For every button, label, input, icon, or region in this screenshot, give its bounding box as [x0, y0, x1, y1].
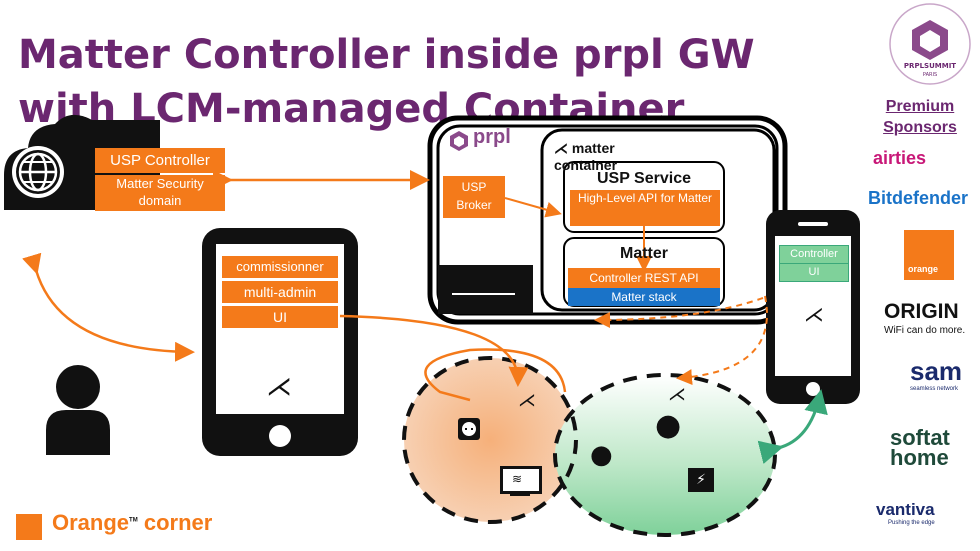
tv-icon: ≋: [500, 466, 542, 494]
bitdefender-logo: Bitdefender: [868, 188, 969, 208]
matter-container-label: ⋌ matter container: [554, 140, 618, 173]
matter-security-box: Matter Security domain: [95, 175, 225, 211]
controller-rest-box: Controller REST API: [568, 268, 720, 288]
user-icon: [46, 365, 110, 455]
matter-title: Matter: [619, 245, 668, 262]
socket-icon: [458, 418, 480, 440]
page-title: Matter Controller inside prpl GW with LC…: [18, 32, 755, 132]
vantiva-tagline: Pushing the edge: [888, 520, 935, 526]
origin-logo: ORIGIN: [884, 300, 959, 323]
sponsors-heading: Premium Sponsors: [883, 98, 957, 136]
network-matter-icon: ⋌: [518, 390, 536, 411]
matter-stack-box: Matter stack: [568, 288, 720, 306]
tablet-ui: UI: [222, 306, 338, 328]
tablet-multi-admin: multi-admin: [222, 281, 338, 303]
usp-broker-box: USP Broker: [443, 176, 505, 218]
footer-brand: OrangeTM corner: [52, 510, 213, 535]
softathome-logo: softat home: [890, 425, 950, 470]
network-matter-icon-2: ⋌: [668, 384, 686, 405]
bulb-icon-2: ●: [655, 408, 682, 443]
prpl-logo: prpl: [448, 126, 538, 152]
tablet-matter-icon: ⋌: [266, 372, 292, 402]
bulb-icon: ●: [590, 440, 613, 470]
phone-ui: UI: [779, 263, 849, 282]
airties-logo: airties: [873, 148, 927, 168]
tablet-commissioner: commissionner: [222, 256, 338, 278]
cloud-icon: [4, 114, 160, 210]
prpl-logo-icon: [450, 131, 468, 151]
orange-logo: orange: [904, 230, 954, 280]
origin-tagline: WiFi can do more.: [884, 325, 966, 336]
phone-matter-icon: ⋌: [804, 302, 824, 326]
orange-square: [16, 514, 42, 540]
sam-tagline: seamless network: [910, 386, 959, 392]
motion-sensor-icon: ⚡: [688, 468, 714, 492]
high-level-api-box: High-Level API for Matter: [570, 190, 720, 226]
sam-logo: sam: [910, 356, 963, 386]
vantiva-logo: vantiva: [876, 500, 935, 519]
phone-controller: Controller: [779, 245, 849, 264]
matter-icon: ⋌: [554, 140, 568, 156]
usp-service-title: USP Service: [597, 170, 691, 187]
green-network: [555, 375, 775, 535]
prpl-text: prpl: [473, 126, 511, 148]
summit-badge: PRPLSUMMIT PARIS: [882, 2, 978, 90]
usp-controller-box: USP Controller: [95, 148, 225, 173]
badge-city: PARIS: [922, 72, 938, 78]
badge-name: PRPLSUMMIT: [903, 62, 957, 70]
